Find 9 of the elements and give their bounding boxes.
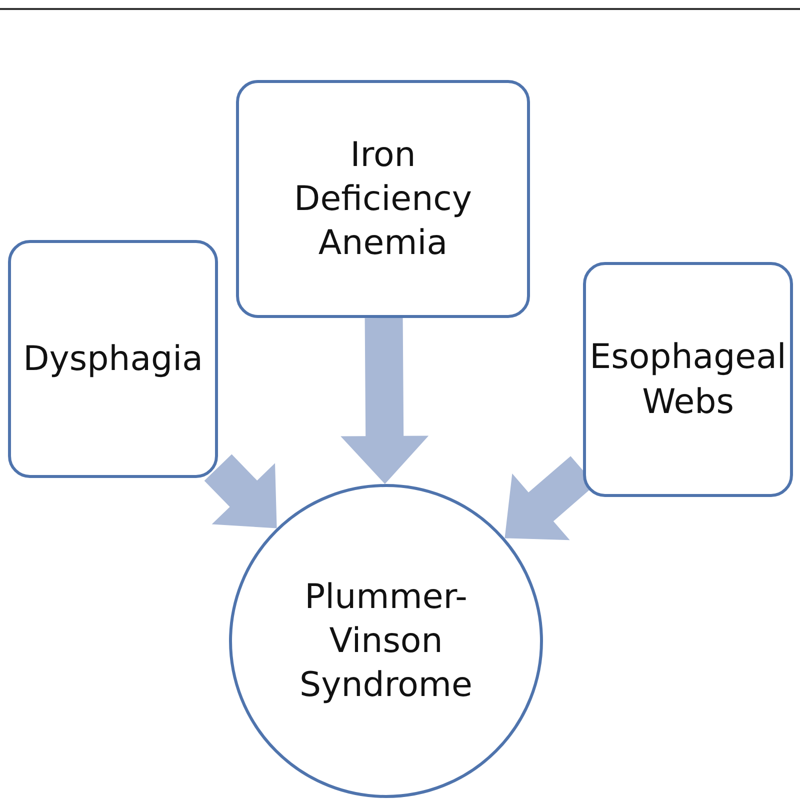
- rounded-box: [583, 262, 793, 497]
- node-label: Esophageal Webs: [590, 336, 786, 424]
- block-arrow: [340, 318, 429, 484]
- node-label: Plummer-Vinson Syndrome: [298, 576, 474, 708]
- node-label: Iron Deficiency Anemia: [293, 134, 473, 266]
- block-arrow: [204, 454, 277, 528]
- rounded-box: [236, 80, 530, 318]
- node-label: Dysphagia: [23, 338, 203, 381]
- rounded-box: [8, 240, 218, 478]
